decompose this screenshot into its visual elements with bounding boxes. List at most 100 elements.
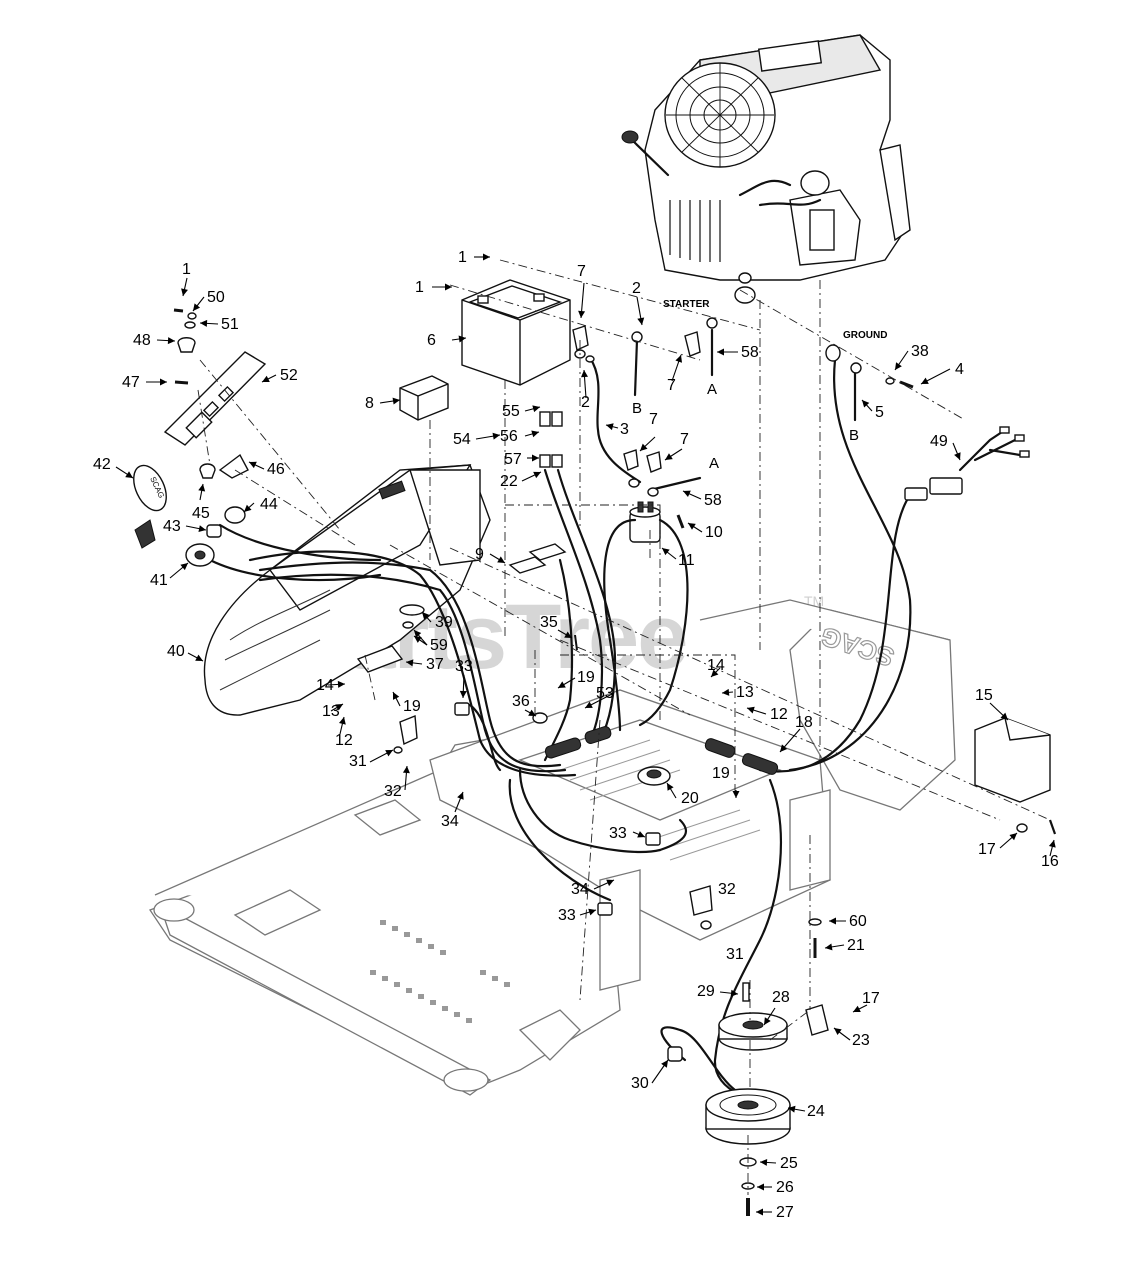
callout-9: 9 (475, 546, 484, 563)
leader-arrowhead (675, 355, 683, 363)
leader-arrowhead (606, 879, 614, 887)
leader-arrowhead (780, 744, 788, 752)
leader-arrowhead (249, 461, 257, 469)
cables (208, 328, 1022, 1097)
leader-arrowhead (402, 766, 410, 774)
leader-arrowhead (1000, 712, 1008, 720)
callout-43: 43 (163, 518, 181, 535)
leader-arrowhead (406, 659, 414, 667)
leader-arrowhead (688, 523, 696, 530)
callout-7: 7 (680, 431, 689, 448)
callout-3: 3 (620, 421, 629, 438)
leader-arrowhead (637, 831, 645, 838)
leader-arrowhead (788, 1105, 796, 1113)
callout-2: 2 (581, 394, 590, 411)
callout-31: 31 (349, 753, 367, 770)
ground-caption: GROUND (843, 330, 887, 341)
leader-arrowhead (533, 471, 541, 479)
leader-arrowhead (637, 317, 645, 325)
callout-56: 56 (500, 428, 518, 445)
callout-24: 24 (807, 1103, 825, 1120)
leader-arrowhead (581, 370, 588, 378)
connector-a-cable: A (709, 455, 719, 472)
callout-4: 4 (955, 361, 964, 378)
connector-b-ground: B (849, 427, 859, 444)
leader-arrowhead (1048, 840, 1056, 848)
callout-13: 13 (322, 703, 340, 720)
callout-58: 58 (704, 492, 722, 509)
leader-arrowhead (483, 253, 490, 261)
callout-7: 7 (649, 411, 658, 428)
leader-arrowhead (862, 400, 870, 408)
solenoid (629, 501, 661, 543)
leader-arrowhead (564, 631, 572, 638)
leader-arrowhead (606, 423, 614, 431)
callout-41: 41 (150, 572, 168, 589)
callout-32: 32 (384, 783, 402, 800)
leader-arrowhead (895, 362, 902, 370)
callout-25: 25 (780, 1155, 798, 1172)
callout-8: 8 (365, 395, 374, 412)
callout-49: 49 (930, 433, 948, 450)
callout-30: 30 (631, 1075, 649, 1092)
callout-19: 19 (712, 765, 730, 782)
leader-arrowhead (181, 288, 188, 296)
terminal-boots (572, 325, 701, 473)
battery (461, 279, 571, 386)
leader-arrowhead (262, 375, 270, 382)
mower-frame: SCAG (149, 599, 956, 1096)
callout-32: 32 (718, 881, 736, 898)
leader-arrowhead (459, 690, 467, 698)
leader-arrowhead (338, 717, 346, 725)
leader-arrowhead (458, 335, 466, 343)
leader-arrowhead (825, 943, 833, 951)
leader-arrowhead (532, 454, 539, 462)
battery-box (399, 375, 449, 421)
callout-19: 19 (577, 669, 595, 686)
callout-38: 38 (911, 343, 929, 360)
callout-13: 13 (736, 684, 754, 701)
callout-33: 33 (609, 825, 627, 842)
leader-arrowhead (834, 1028, 842, 1035)
callout-12: 12 (335, 732, 353, 749)
callout-1: 1 (458, 249, 467, 266)
starter-caption: STARTER (663, 299, 710, 310)
leader-arrowhead (662, 548, 670, 556)
callout-6: 6 (427, 332, 436, 349)
leader-arrowhead (829, 917, 836, 925)
callout-33: 33 (455, 658, 473, 675)
leader-arrowhead (578, 310, 586, 318)
callout-5: 5 (875, 404, 884, 421)
leader-arrowhead (730, 989, 738, 997)
callout-34: 34 (571, 881, 589, 898)
leader-arrowhead (198, 484, 206, 492)
leader-arrowhead (760, 1158, 768, 1166)
leader-arrowhead (414, 636, 422, 643)
connector-a-starter: A (707, 381, 717, 398)
leader-arrowhead (532, 405, 540, 413)
leader-arrowhead (195, 654, 203, 661)
callout-51: 51 (221, 316, 239, 333)
leader-arrowhead (585, 701, 593, 708)
callout-1: 1 (182, 261, 191, 278)
leader-arrowhead (393, 692, 400, 700)
leader-arrowhead (244, 504, 252, 512)
callout-37: 37 (426, 656, 444, 673)
callout-1: 1 (415, 279, 424, 296)
leader-lines (115, 253, 1056, 1216)
callout-12: 12 (770, 706, 788, 723)
leader-arrowhead (392, 397, 400, 405)
leader-arrowhead (683, 490, 691, 498)
leader-arrowhead (1009, 833, 1017, 841)
leader-arrowhead (588, 908, 596, 916)
callout-27: 27 (776, 1204, 794, 1221)
leader-arrowhead (558, 681, 566, 688)
leader-arrowhead (764, 1017, 771, 1025)
callout-44: 44 (260, 496, 278, 513)
callout-14: 14 (707, 657, 725, 674)
callout-52: 52 (280, 367, 298, 384)
connector-b-battery: B (632, 400, 642, 417)
callout-45: 45 (192, 505, 210, 522)
